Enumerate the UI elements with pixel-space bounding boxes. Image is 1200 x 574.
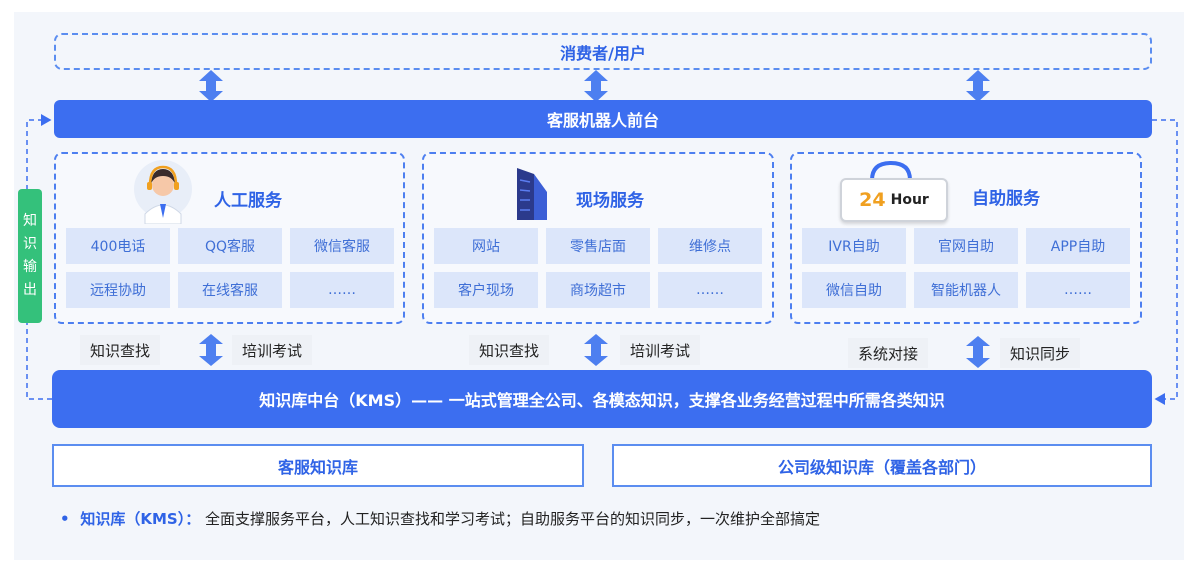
tag-training-exam: 培训考试	[620, 335, 701, 365]
channel-cell: 远程协助	[66, 272, 170, 308]
tag-knowledge-search: 知识查找	[80, 335, 161, 365]
channel-cell: 维修点	[658, 228, 762, 264]
consumer-frontend-arrows	[199, 70, 990, 102]
clock-sign: 24 Hour	[840, 178, 948, 222]
knowledge-output-label: 知 识 输 出	[18, 189, 42, 323]
robot-frontend-bar: 客服机器人前台	[54, 100, 1152, 138]
tag-system-integration: 系统对接	[848, 338, 929, 368]
double-arrow-3	[966, 70, 990, 102]
channel-cell: 微信客服	[290, 228, 394, 264]
channel-cell: 官网自助	[914, 228, 1018, 264]
double-arrow-5	[584, 334, 608, 366]
panel-manual-service: 人工服务 400电话 QQ客服 微信客服 远程协助 在线客服 ……	[54, 152, 405, 324]
side-char: 识	[23, 236, 37, 252]
kms-label: 知识库中台（KMS）—— 一站式管理全公司、各模态知识，支撑各业务经营过程中所需…	[259, 391, 945, 410]
tag-knowledge-search: 知识查找	[469, 335, 550, 365]
side-char: 出	[23, 282, 37, 298]
channel-cell: QQ客服	[178, 228, 282, 264]
footnote-lead: 知识库（KMS）：	[80, 510, 201, 528]
panel-self-service: 24 Hour 自助服务 IVR自助 官网自助 APP自助 微信自助 智能机器人…	[790, 152, 1142, 324]
channel-cell: ……	[1026, 272, 1130, 308]
frontend-label: 客服机器人前台	[546, 111, 659, 130]
library-label: 公司级知识库（覆盖各部门）	[777, 457, 986, 477]
panel-title: 自助服务	[972, 189, 1040, 209]
channel-cell: 400电话	[66, 228, 170, 264]
channel-cell: 微信自助	[802, 272, 906, 308]
knowledge-sync-loop	[1152, 119, 1178, 405]
24-hour-icon: 24 Hour	[840, 160, 948, 222]
consumer-label: 消费者/用户	[560, 43, 646, 63]
double-arrow-6	[966, 336, 990, 368]
panel-onsite-service: 现场服务 网站 零售店面 维修点 客户现场 商场超市 ……	[422, 152, 774, 324]
channel-cell: ……	[658, 272, 762, 308]
channel-cell: 零售店面	[546, 228, 650, 264]
footnote-text: 全面支撑服务平台，人工知识查找和学习考试；自助服务平台的知识同步，一次维护全部搞…	[205, 510, 821, 528]
agent-headset-icon	[134, 160, 192, 224]
channel-cell: 客户现场	[434, 272, 538, 308]
double-arrow-4	[199, 334, 223, 366]
footnote: • 知识库（KMS）： 全面支撑服务平台，人工知识查找和学习考试；自助服务平台的…	[60, 508, 820, 529]
hour-number: 24	[859, 189, 886, 211]
channel-cell: 智能机器人	[914, 272, 1018, 308]
channel-cell: 在线客服	[178, 272, 282, 308]
channel-cell: IVR自助	[802, 228, 906, 264]
company-kb: 公司级知识库（覆盖各部门）	[612, 444, 1152, 487]
consumer-box: 消费者/用户	[54, 33, 1152, 70]
channel-cell: APP自助	[1026, 228, 1130, 264]
panel-kms-arrows	[199, 334, 990, 368]
channel-cell: ……	[290, 272, 394, 308]
panel-title: 人工服务	[214, 191, 282, 211]
handle-shape	[870, 160, 912, 181]
panel-title: 现场服务	[576, 191, 644, 211]
double-arrow-2	[584, 70, 608, 102]
kms-platform-bar: 知识库中台（KMS）—— 一站式管理全公司、各模态知识，支撑各业务经营过程中所需…	[52, 370, 1152, 428]
tag-knowledge-sync: 知识同步	[1000, 338, 1081, 368]
channel-cell: 网站	[434, 228, 538, 264]
tag-training-exam: 培训考试	[232, 335, 313, 365]
customer-service-kb: 客服知识库	[52, 444, 584, 487]
side-char: 输	[23, 259, 37, 275]
channel-cell: 商场超市	[546, 272, 650, 308]
library-label: 客服知识库	[277, 457, 358, 477]
building-icon	[517, 168, 547, 220]
side-char: 知	[23, 213, 37, 229]
hour-word: Hour	[890, 192, 929, 208]
bullet-icon: •	[60, 510, 70, 528]
double-arrow-1	[199, 70, 223, 102]
